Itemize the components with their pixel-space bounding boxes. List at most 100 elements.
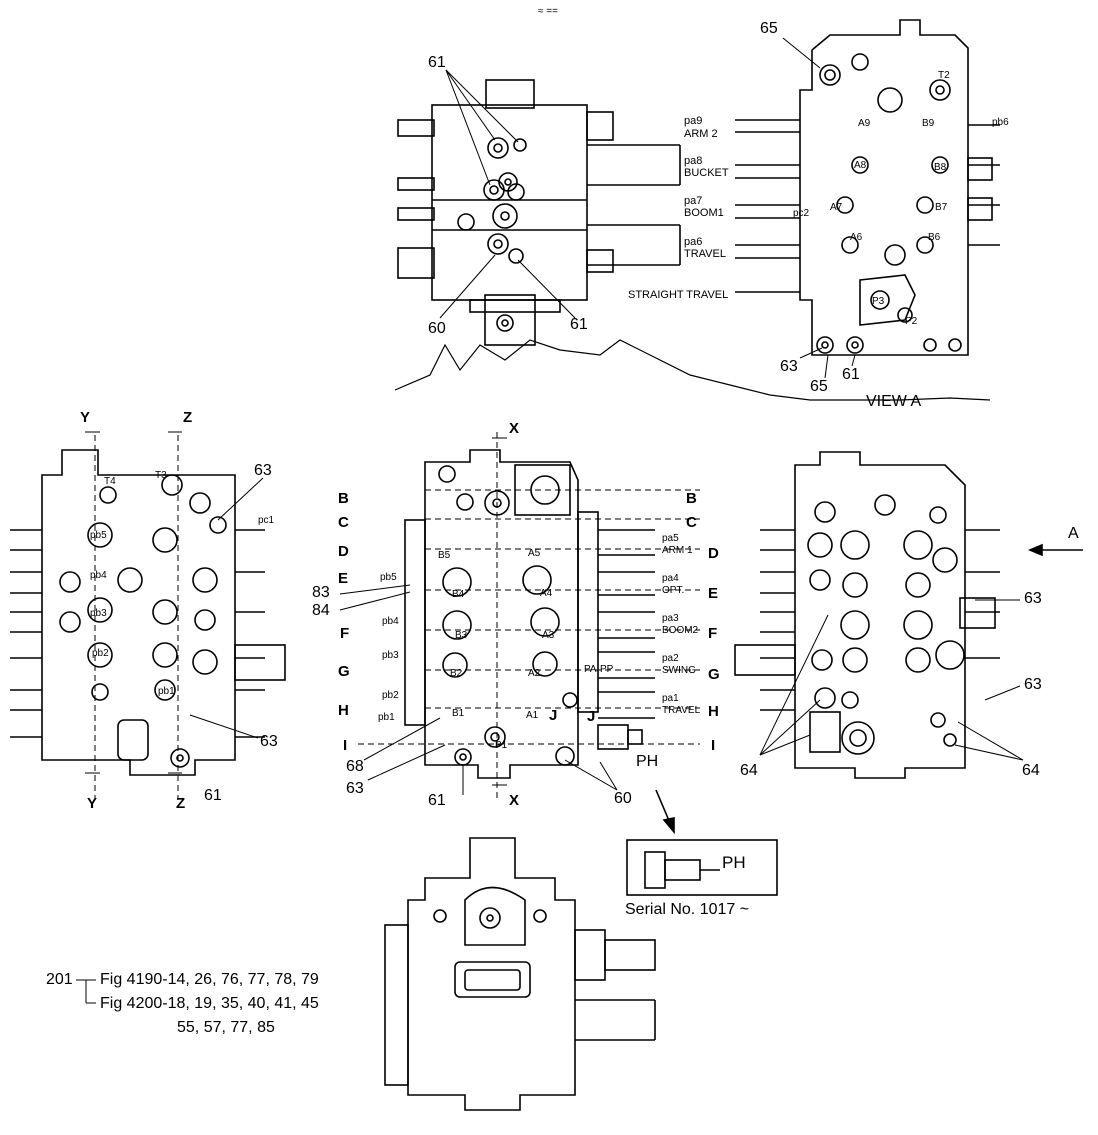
front-port-pa4-name: OPT. xyxy=(662,585,685,596)
section-h-right: H xyxy=(708,703,719,720)
callout-63-right-top: 63 xyxy=(1024,590,1042,607)
callout-61-top: 61 xyxy=(428,54,446,71)
section-g-right: G xyxy=(708,666,720,683)
section-x-top: X xyxy=(509,420,520,437)
section-x-bottom: X xyxy=(509,792,520,809)
figure-ref-line-1: Fig 4190-14, 26, 76, 77, 78, 79 xyxy=(100,971,319,988)
view-a-mark-b9: B9 xyxy=(922,118,935,129)
figure-ref-line-2: Fig 4200-18, 19, 35, 40, 41, 45 xyxy=(100,995,319,1012)
left-mark-pb3: pb3 xyxy=(90,608,107,619)
front-mark-p1: P1 xyxy=(495,740,508,751)
ph-detail-box xyxy=(626,839,778,896)
front-port-pb1: pb1 xyxy=(378,712,395,723)
callout-61-view-a: 61 xyxy=(842,366,860,383)
callout-84: 84 xyxy=(312,602,330,619)
callout-64-right-left: 64 xyxy=(740,762,758,779)
left-mark-pc1: pc1 xyxy=(258,515,275,526)
header-mark: ≈ == xyxy=(538,6,558,17)
left-mark-t3: T3 xyxy=(155,470,167,481)
view-a-port-pa8-code: pa8 xyxy=(684,155,703,167)
front-mark-b2: B2 xyxy=(450,668,463,679)
front-mark-b1: B1 xyxy=(452,708,465,719)
front-mark-a3: A3 xyxy=(542,630,555,641)
view-a-port-pa7-name: BOOM1 xyxy=(684,207,724,219)
front-mark-pp: PP xyxy=(600,664,614,675)
callout-63-left-top: 63 xyxy=(254,462,272,479)
section-j-right: J xyxy=(587,708,596,725)
left-mark-pb1: pb1 xyxy=(158,686,175,697)
view-a-mark-b8: B8 xyxy=(934,162,947,173)
section-b-right: B xyxy=(686,490,697,507)
front-mark-ph: PH xyxy=(636,753,659,770)
callout-61-left-bottom: 61 xyxy=(204,787,222,804)
view-a-mark-b7: B7 xyxy=(935,202,948,213)
front-port-pb2: pb2 xyxy=(382,690,399,701)
view-a-valve xyxy=(735,19,1000,356)
front-mark-b3: B3 xyxy=(455,630,468,641)
front-port-pb5: pb5 xyxy=(380,572,397,583)
view-a-port-pa6-code: pa6 xyxy=(684,236,703,248)
front-port-pa4-code: pa4 xyxy=(662,573,679,584)
view-a-port-pa9-code: pa9 xyxy=(684,115,703,127)
view-a-port-pa8-name: BUCKET xyxy=(684,167,729,179)
left-mark-pb4: pb4 xyxy=(90,570,107,581)
front-port-pa3-code: pa3 xyxy=(662,613,679,624)
callout-68: 68 xyxy=(346,758,364,775)
front-mark-a5: A5 xyxy=(528,548,541,559)
section-i-left: I xyxy=(343,737,348,754)
front-port-pa2-code: pa2 xyxy=(662,653,679,664)
callout-61-top-right: 61 xyxy=(570,316,588,333)
view-a-mark-b6: B6 xyxy=(928,232,941,243)
callout-63-left-bottom: 63 xyxy=(260,733,278,750)
section-d-left: D xyxy=(338,543,349,560)
view-a-mark-a8: A8 xyxy=(854,160,867,171)
callout-64-right-right: 64 xyxy=(1022,762,1040,779)
callout-65-top: 65 xyxy=(760,20,778,37)
front-port-pa1-code: pa1 xyxy=(662,693,679,704)
front-port-pa2-name: SWING xyxy=(662,665,696,676)
front-mark-a1: A1 xyxy=(526,710,539,721)
section-f-left: F xyxy=(340,625,350,642)
right-valve-view xyxy=(734,451,1000,779)
view-a-mark-p3: P3 xyxy=(872,296,885,307)
view-a-mark-pb6: pb6 xyxy=(992,117,1009,128)
front-port-pa5-name: ARM 1 xyxy=(662,545,693,556)
front-port-pa5-code: pa5 xyxy=(662,533,679,544)
view-a-mark-p2: P2 xyxy=(905,316,918,327)
ph-detail-label: PH xyxy=(722,853,746,872)
callout-60-front: 60 xyxy=(614,790,632,807)
section-c-right: C xyxy=(686,514,697,531)
left-mark-t4: T4 xyxy=(104,476,116,487)
section-c-left: C xyxy=(338,514,349,531)
section-e-left: E xyxy=(338,570,349,587)
left-mark-pb2: pb2 xyxy=(92,648,109,659)
view-a-title: VIEW A xyxy=(866,393,922,410)
front-mark-b5: B5 xyxy=(438,550,451,561)
section-g-left: G xyxy=(338,663,350,680)
section-j-left: J xyxy=(549,707,558,724)
front-port-pa3-name: BOOM2 xyxy=(662,625,699,636)
view-a-port-pa6-name: TRAVEL xyxy=(684,248,726,260)
section-f-right: F xyxy=(708,625,718,642)
serial-number-note: Serial No. 1017 ~ xyxy=(625,901,750,918)
view-a-port-pa7-code: pa7 xyxy=(684,195,703,207)
callout-63-front: 63 xyxy=(346,780,364,797)
callout-63-view-a: 63 xyxy=(780,358,798,375)
section-i-right: I xyxy=(711,737,716,754)
bottom-valve-view xyxy=(384,837,656,1111)
callout-83: 83 xyxy=(312,584,330,601)
front-mark-a2: A2 xyxy=(528,668,541,679)
front-mark-pa: PA xyxy=(584,664,597,675)
figure-ref-index: 201 xyxy=(46,971,73,988)
front-mark-b4: B4 xyxy=(452,589,465,600)
callout-61-front: 61 xyxy=(428,792,446,809)
front-mark-a4: A4 xyxy=(540,588,553,599)
view-a-mark-pc2: pc2 xyxy=(793,208,810,219)
callout-63-right-bottom: 63 xyxy=(1024,676,1042,693)
callout-65-view-a: 65 xyxy=(810,378,828,395)
section-h-left: H xyxy=(338,702,349,719)
section-z-bottom: Z xyxy=(176,795,186,812)
view-a-arrow-label: A xyxy=(1068,525,1079,542)
figure-ref-line-3: 55, 57, 77, 85 xyxy=(177,1019,275,1036)
